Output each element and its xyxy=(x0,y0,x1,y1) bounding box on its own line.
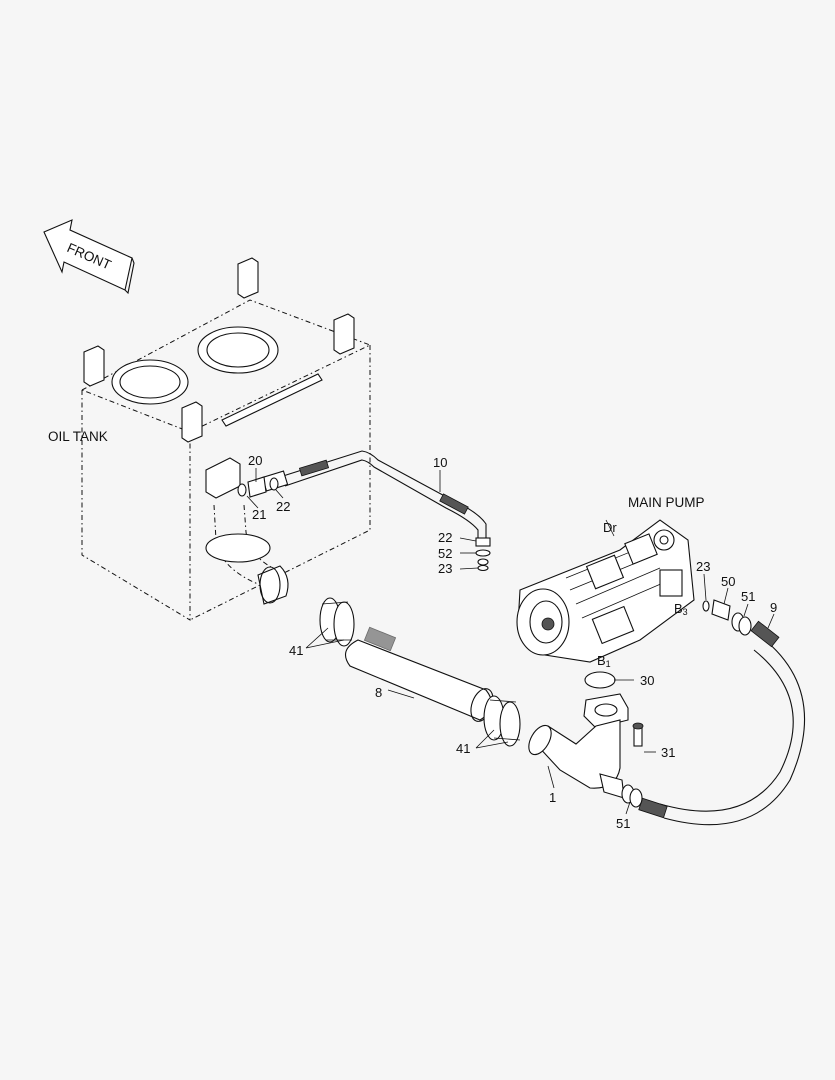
drain-hose xyxy=(237,450,491,572)
callout-41-upper: 41 xyxy=(289,643,303,658)
callout-50: 50 xyxy=(721,574,735,589)
callout-51-b3: 51 xyxy=(741,589,755,604)
callout-30: 30 xyxy=(640,673,654,688)
main-pump-label: MAIN PUMP xyxy=(628,495,705,510)
b3-port-fittings xyxy=(702,599,752,636)
callout-8: 8 xyxy=(375,685,382,700)
hose-9 xyxy=(638,620,806,826)
callout-22-pump: 22 xyxy=(438,530,452,545)
callout-22-tank: 22 xyxy=(276,499,290,514)
callout-9: 9 xyxy=(770,600,777,615)
leader-lines xyxy=(246,468,775,815)
callout-31: 31 xyxy=(661,745,675,760)
main-pump xyxy=(516,519,695,663)
callout-20: 20 xyxy=(248,453,262,468)
oil-tank xyxy=(80,257,372,621)
callout-23-b3: 23 xyxy=(696,559,710,574)
callout-52: 52 xyxy=(438,546,452,561)
front-direction-arrow: FRONT xyxy=(43,219,135,295)
callout-21: 21 xyxy=(252,507,266,522)
port-b1-label: B1 xyxy=(597,653,611,669)
suction-hose xyxy=(344,626,494,722)
callout-41-lower: 41 xyxy=(456,741,470,756)
hose-clamps-upper xyxy=(319,597,355,647)
port-dr-label: Dr xyxy=(603,520,617,535)
hose-clamps-lower xyxy=(483,695,521,747)
port-b3-label: B3 xyxy=(674,601,688,617)
callout-1: 1 xyxy=(549,790,556,805)
callout-51-elbow: 51 xyxy=(616,816,630,831)
callout-10: 10 xyxy=(433,455,447,470)
oil-tank-label: OIL TANK xyxy=(48,429,108,444)
callout-23-drain: 23 xyxy=(438,561,452,576)
suction-elbow xyxy=(528,671,644,808)
